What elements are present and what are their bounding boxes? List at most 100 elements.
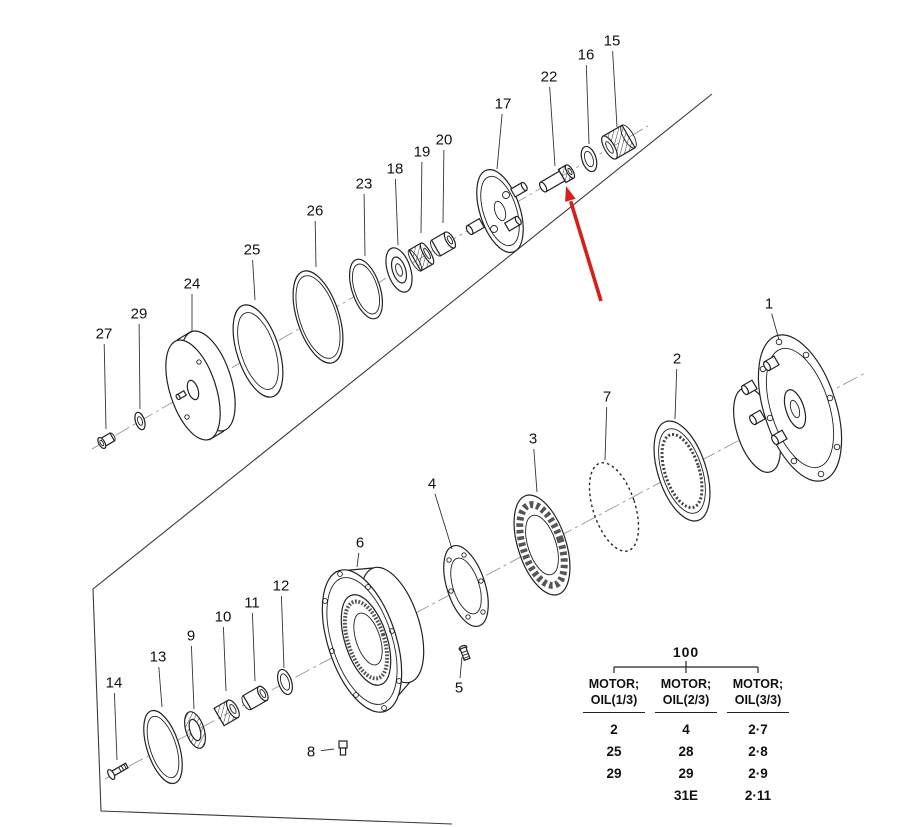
leader-line-part-17 xyxy=(496,113,503,170)
part-labels-layer: 1234567891011121314151617181920222324252… xyxy=(96,33,780,761)
part-25-ring xyxy=(232,304,284,398)
part-number-6: 6 xyxy=(356,535,364,552)
table-cell-r3-c2: 29 xyxy=(678,765,694,781)
part-number-19: 19 xyxy=(414,144,431,161)
part-23-snap-ring xyxy=(348,258,384,320)
part-number-26: 26 xyxy=(307,203,324,220)
pointer-arrow-head xyxy=(565,186,576,202)
leader-line-part-20 xyxy=(442,149,445,224)
part-number-16: 16 xyxy=(578,47,595,64)
table-cell-r1-c3: 2·7 xyxy=(748,721,768,737)
part-11-bushing xyxy=(241,685,269,711)
part-number-4: 4 xyxy=(428,476,436,493)
leader-line-part-19 xyxy=(420,161,423,234)
part-number-24: 24 xyxy=(184,276,201,293)
leader-line-part-13 xyxy=(158,666,163,708)
leader-line-part-25 xyxy=(252,259,256,301)
part-4-retainer-plate xyxy=(443,545,489,627)
leader-line-part-7 xyxy=(604,406,608,461)
part-12-ring xyxy=(277,668,293,696)
part-9-race-ring xyxy=(184,711,206,749)
part-number-13: 13 xyxy=(150,649,167,666)
part-16-ring xyxy=(580,145,598,173)
part-number-9: 9 xyxy=(187,628,195,645)
part-number-12: 12 xyxy=(273,578,290,595)
part-6-motor-case xyxy=(321,566,425,713)
table-cell-r2-c3: 2·8 xyxy=(748,743,768,759)
leader-line-part-18 xyxy=(394,178,399,246)
leader-line-part-22 xyxy=(549,86,556,167)
part-number-7: 7 xyxy=(603,389,611,406)
leader-line-part-14 xyxy=(113,692,118,761)
part-1-motor-assembly xyxy=(733,334,843,482)
part-20-spacer xyxy=(430,231,457,257)
part-number-18: 18 xyxy=(387,161,404,178)
table-col-header-1: MOTOR;OIL(1/3) xyxy=(583,676,645,713)
part-5-bolt xyxy=(458,644,471,662)
leader-line-part-4 xyxy=(434,493,453,550)
part-27-bolt xyxy=(97,432,116,450)
part-number-3: 3 xyxy=(529,431,537,448)
part-number-25: 25 xyxy=(244,242,261,259)
part-number-20: 20 xyxy=(436,132,453,149)
leader-line-part-8 xyxy=(320,748,335,752)
part-number-5: 5 xyxy=(455,680,463,697)
table-cell-r2-c1: 25 xyxy=(606,743,622,759)
part-19-needle-bearing xyxy=(407,242,435,272)
oil-spec-table: 100 MOTOR;OIL(1/3)MOTOR;OIL(2/3)MOTOR;OI… xyxy=(578,644,794,807)
table-cell-r4-c2: 31E xyxy=(673,787,699,803)
table-cell-r1-c1: 2 xyxy=(610,721,618,737)
part-number-29: 29 xyxy=(131,306,148,323)
part-17-carrier xyxy=(465,169,528,253)
part-number-8: 8 xyxy=(307,744,315,761)
table-cell-r2-c2: 28 xyxy=(678,743,694,759)
table-cell-r3-c1: 29 xyxy=(606,765,622,781)
table-cell-r4-c1 xyxy=(578,785,650,807)
part-number-22: 22 xyxy=(541,69,558,86)
leader-line-part-11 xyxy=(251,612,256,682)
table-group-bracket xyxy=(613,661,759,673)
table-col-header-2: MOTOR;OIL(2/3) xyxy=(655,676,717,713)
leader-line-part-12 xyxy=(280,595,285,669)
part-number-23: 23 xyxy=(356,176,373,193)
leader-line-part-16 xyxy=(585,64,590,145)
part-number-14: 14 xyxy=(106,675,123,692)
part-13-seal-ring xyxy=(143,709,183,785)
part-2-ring-gear xyxy=(653,420,711,522)
leader-line-part-10 xyxy=(222,626,227,692)
part-22-shaft xyxy=(538,164,576,193)
table-grid: MOTOR;OIL(1/3) MOTOR;OIL(2/3) MOTOR;OIL(3/… xyxy=(578,676,794,807)
part-number-2: 2 xyxy=(673,351,681,368)
part-number-11: 11 xyxy=(244,595,260,612)
leader-line-part-15 xyxy=(612,50,618,128)
leader-line-part-27 xyxy=(103,343,107,430)
part-number-15: 15 xyxy=(604,33,621,50)
leader-line-part-3 xyxy=(533,448,538,493)
leader-line-part-6 xyxy=(356,552,360,568)
part-18-bushing xyxy=(385,247,413,293)
table-group-header: 100 xyxy=(672,644,700,660)
part-8-plug xyxy=(338,740,348,756)
table-cell-r4-c3: 2·11 xyxy=(744,787,772,803)
leader-line-part-9 xyxy=(190,645,195,710)
part-26-o-ring xyxy=(292,270,344,364)
part-24-cover xyxy=(165,330,236,441)
pointer-arrow-line xyxy=(568,200,603,302)
table-cell-r1-c2: 4 xyxy=(682,721,690,737)
leader-line-part-1 xyxy=(771,313,780,341)
part-7-oring xyxy=(588,462,640,552)
part-10-needle-bearing xyxy=(213,699,240,727)
part-number-17: 17 xyxy=(495,96,512,113)
leader-line-part-26 xyxy=(314,220,317,268)
sheet-border xyxy=(92,93,713,825)
part-29-washer xyxy=(134,411,146,431)
part-number-1: 1 xyxy=(765,296,773,313)
part-3-bearing xyxy=(513,494,571,596)
leader-line-part-2 xyxy=(674,368,678,420)
table-col-header-3: MOTOR;OIL(3/3) xyxy=(727,676,789,713)
leader-line-part-29 xyxy=(138,323,141,410)
part-15-coupling xyxy=(601,124,637,160)
table-cell-r3-c3: 2·9 xyxy=(748,765,768,781)
